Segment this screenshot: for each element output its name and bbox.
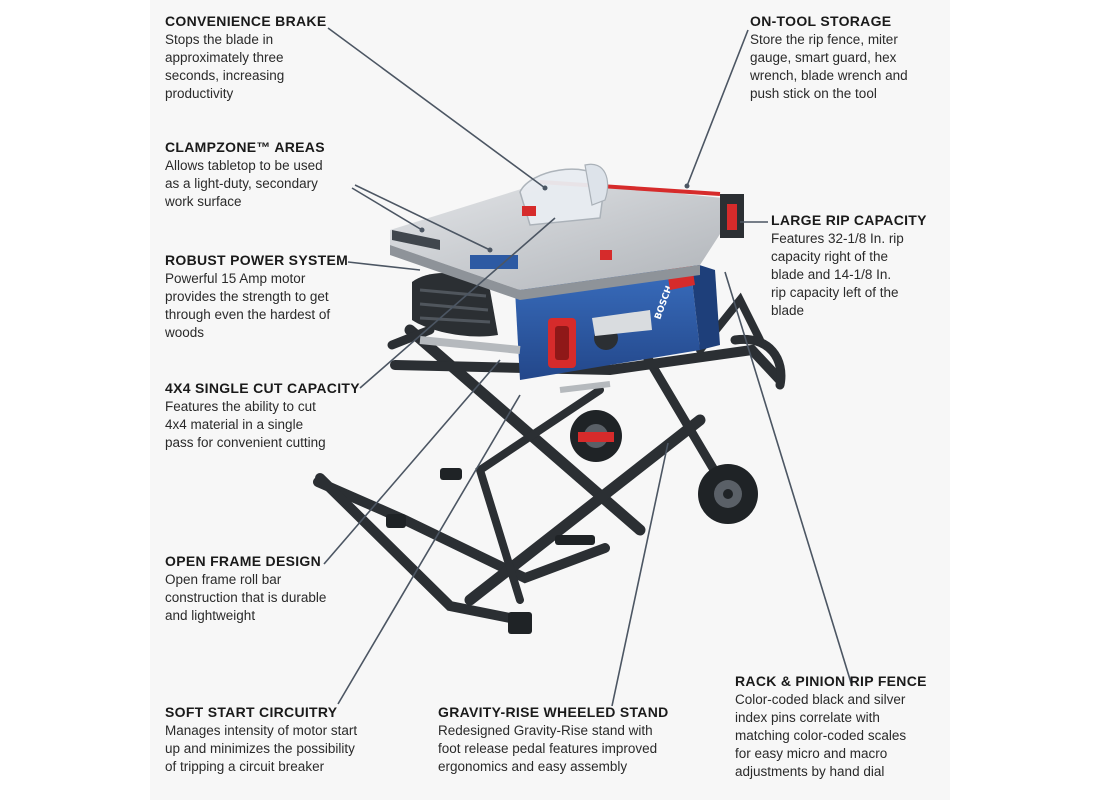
leader-on-tool-storage (686, 29, 749, 187)
callout-title: 4X4 SINGLE CUT CAPACITY (165, 380, 360, 396)
callout-text: Store the rip fence, miter gauge, smart … (750, 32, 908, 101)
callout-on-tool-storage: ON-TOOL STORAGE Store the rip fence, mit… (750, 13, 908, 103)
callout-text: Features the ability to cut 4x4 material… (165, 399, 326, 450)
callout-text: Stops the blade in approximately three s… (165, 32, 285, 101)
callout-title: CONVENIENCE BRAKE (165, 13, 327, 29)
callout-robust-power-system: ROBUST POWER SYSTEM Powerful 15 Amp moto… (165, 252, 348, 342)
leader-gravity-rise (611, 442, 669, 707)
callout-title: LARGE RIP CAPACITY (771, 212, 927, 228)
leader-dots (419, 183, 690, 253)
callout-rack-pinion-rip-fence: RACK & PINION RIP FENCE Color-coded blac… (735, 673, 927, 781)
callout-text: Features 32-1/8 In. rip capacity right o… (771, 231, 904, 318)
callout-text: Allows tabletop to be used as a light-du… (165, 158, 323, 209)
callout-clampzone-areas: CLAMPZONE™ AREAS Allows tabletop to be u… (165, 139, 325, 211)
leader-robust-power (347, 261, 421, 271)
stand-feet (386, 468, 595, 634)
callout-title: ROBUST POWER SYSTEM (165, 252, 349, 268)
background-panel (150, 0, 950, 800)
callout-open-frame-design: OPEN FRAME DESIGN Open frame roll bar co… (165, 553, 326, 625)
callout-text: Redesigned Gravity-Rise stand with foot … (438, 723, 658, 774)
callout-title: SOFT START CIRCUITRY (165, 704, 338, 720)
leader-rack-pinion (724, 271, 853, 687)
callout-convenience-brake: CONVENIENCE BRAKE Stops the blade in app… (165, 13, 326, 103)
leader-clampzone-b (354, 184, 491, 251)
callout-large-rip-capacity: LARGE RIP CAPACITY Features 32-1/8 In. r… (771, 212, 927, 320)
leader-convenience-brake (327, 27, 546, 189)
leader-lines (323, 27, 853, 707)
callout-gravity-rise-wheeled-stand: GRAVITY-RISE WHEELED STAND Redesigned Gr… (438, 704, 669, 776)
leader-soft-start (337, 394, 521, 705)
callout-4x4-single-cut-capacity: 4X4 SINGLE CUT CAPACITY Features the abi… (165, 380, 360, 452)
callout-title: CLAMPZONE™ AREAS (165, 139, 325, 155)
leader-clampzone-a (351, 187, 423, 231)
callout-title: ON-TOOL STORAGE (750, 13, 892, 29)
stand-wheels (570, 410, 758, 524)
callout-text: Powerful 15 Amp motor provides the stren… (165, 271, 331, 340)
saw-tabletop (390, 163, 744, 300)
callout-title: OPEN FRAME DESIGN (165, 553, 322, 569)
callout-text: Open frame roll bar construction that is… (165, 572, 327, 623)
leader-open-frame (323, 359, 501, 565)
callout-text: Manages intensity of motor start up and … (165, 723, 358, 774)
callout-soft-start-circuitry: SOFT START CIRCUITRY Manages intensity o… (165, 704, 357, 776)
callout-title: RACK & PINION RIP FENCE (735, 673, 927, 689)
leader-4x4-cut (359, 217, 556, 389)
callout-title: GRAVITY-RISE WHEELED STAND (438, 704, 669, 720)
callout-text: Color-coded black and silver index pins … (735, 692, 907, 779)
